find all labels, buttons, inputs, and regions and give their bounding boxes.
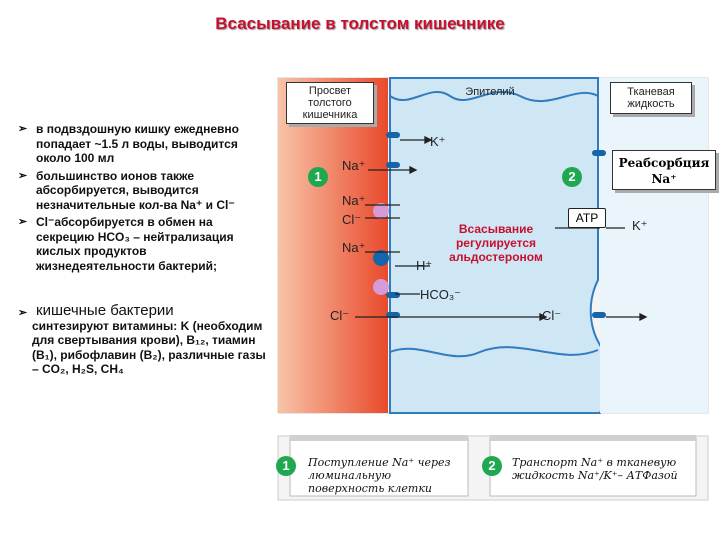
regulation-note: Всасывание регулируется альдостероном bbox=[449, 222, 543, 264]
ion-cl-lumen: Cl⁻ bbox=[330, 308, 350, 323]
bullet-item: ➢ большинство ионов также абсорбируется,… bbox=[18, 169, 268, 213]
ion-arrows bbox=[355, 135, 648, 322]
reabsorption-box: Реабсорбция Na⁺ bbox=[612, 150, 716, 190]
hco3-exchanger bbox=[386, 292, 400, 298]
legend-box-2 bbox=[489, 437, 697, 497]
marker-1: 1 bbox=[308, 167, 328, 187]
bullet-text: в подвздошную кишку ежедневно попадает ~… bbox=[36, 122, 239, 165]
lumen-band bbox=[278, 78, 388, 413]
arrow-bullet-icon: ➢ bbox=[18, 123, 28, 135]
legend-box-1 bbox=[289, 437, 469, 497]
tissue-fluid-area bbox=[600, 78, 708, 413]
arrow-bullet-icon: ➢ bbox=[18, 216, 28, 228]
cell-top-edge bbox=[389, 90, 599, 102]
legend-text-1: Поступление Na⁺ через люминальную поверх… bbox=[308, 456, 451, 495]
bullet-text: большинство ионов также абсорбируется, в… bbox=[36, 168, 235, 212]
cell-bottom-edge bbox=[389, 346, 599, 358]
absorption-bullets: ➢ в подвздошную кишку ежедневно попадает… bbox=[18, 122, 268, 276]
ion-na-3: Na⁺ bbox=[342, 240, 366, 255]
na-channel bbox=[386, 162, 400, 168]
cl-channel-tissue bbox=[592, 312, 606, 318]
k-out-arrowhead bbox=[424, 135, 433, 145]
cl-arrowhead bbox=[539, 312, 548, 322]
ion-k-top: K⁺ bbox=[430, 134, 446, 149]
cl-out-arrowhead bbox=[639, 312, 648, 322]
legend-marker-1: 1 bbox=[276, 456, 296, 476]
ion-cl-tissue: Cl⁻ bbox=[542, 308, 562, 323]
top-basolateral-channel bbox=[592, 150, 606, 156]
bacteria-section: ➢ кишечные бактерии синтезируют витамины… bbox=[18, 302, 268, 377]
bacteria-text: синтезируют витамины: K (необходим для с… bbox=[32, 318, 266, 377]
ion-h: H⁺ bbox=[416, 258, 433, 273]
ion-na-1: Na⁺ bbox=[342, 158, 366, 173]
arrow-bullet-icon: ➢ bbox=[18, 307, 28, 319]
na-cl-cotransporter bbox=[373, 203, 389, 219]
epithelium-label: Эпителий bbox=[465, 86, 515, 98]
k-channel bbox=[386, 132, 400, 138]
cl-hco3-exchanger bbox=[373, 279, 389, 295]
ion-cl-1: Cl⁻ bbox=[342, 212, 362, 227]
bullet-text: Cl⁻абсорбируется в обмен на секрецию HCO… bbox=[36, 215, 234, 273]
ion-na-2: Na⁺ bbox=[342, 193, 366, 208]
bacteria-heading: ➢ кишечные бактерии bbox=[18, 302, 268, 319]
tissue-fluid-label: Тканевая жидкость bbox=[610, 82, 692, 114]
na-h-exchanger bbox=[373, 250, 389, 266]
bullet-item: ➢ в подвздошную кишку ежедневно попадает… bbox=[18, 122, 268, 166]
ion-hco3: HCO₃⁻ bbox=[420, 287, 462, 302]
atp-pump: ATP bbox=[568, 208, 606, 228]
bacteria-heading-text: кишечные бактерии bbox=[36, 302, 174, 319]
page-title: Всасывание в толстом кишечнике bbox=[215, 14, 505, 33]
legend-marker-2: 2 bbox=[482, 456, 502, 476]
lumen-label: Просвет толстого кишечника bbox=[286, 82, 374, 124]
na-in-arrowhead-1 bbox=[409, 165, 418, 175]
ion-k-tissue: K⁺ bbox=[632, 218, 648, 233]
arrow-bullet-icon: ➢ bbox=[18, 169, 28, 182]
marker-2: 2 bbox=[562, 167, 582, 187]
legend-text-2: Транспорт Na⁺ в тканевую жидкость Na⁺/K⁺… bbox=[512, 456, 678, 482]
bullet-item: ➢ Cl⁻абсорбируется в обмен на секрецию H… bbox=[18, 215, 268, 273]
